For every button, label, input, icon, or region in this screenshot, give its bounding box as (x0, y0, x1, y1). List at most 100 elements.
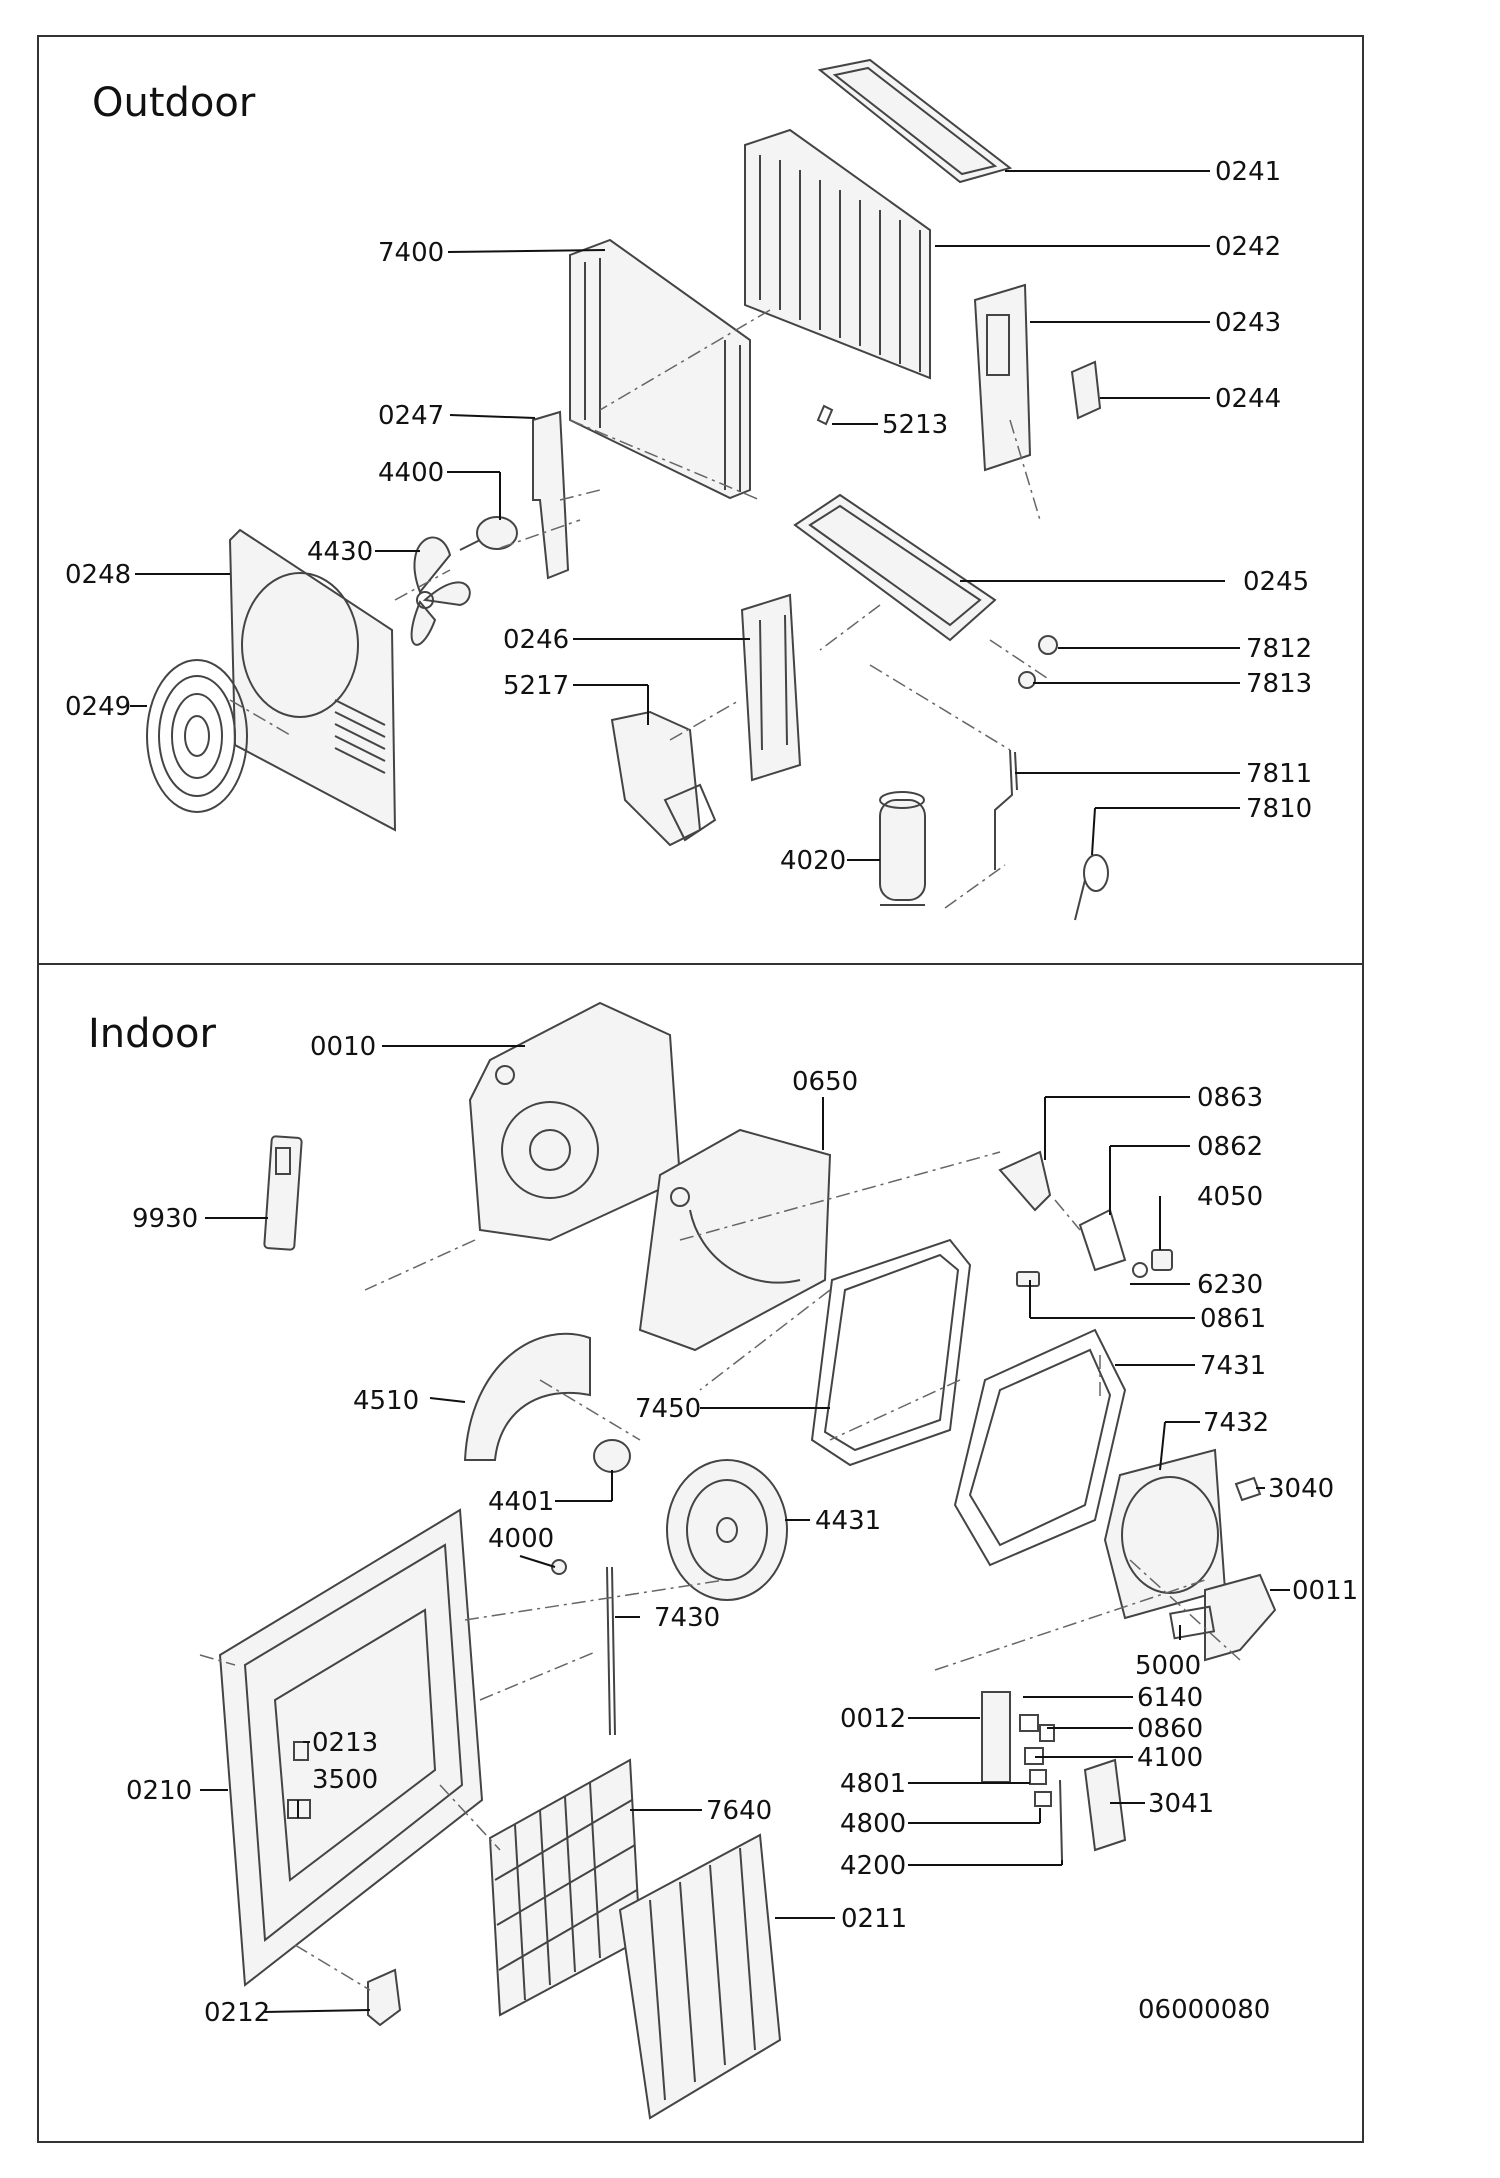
part-0650-drain-pan (638, 1128, 832, 1352)
label-3041: 3041 (1148, 1789, 1214, 1819)
label-7813: 7813 (1246, 669, 1312, 699)
indoor-part-labels: 0010 0650 0863 0862 4050 6230 0861 7431 … (126, 1032, 1358, 2028)
part-4801-component (1029, 1769, 1047, 1785)
part-0246-partition (740, 593, 802, 782)
part-0248-front-panel (228, 528, 397, 832)
part-0241-top-cover (817, 58, 1013, 184)
part-4510-bell-mouth (463, 1332, 591, 1461)
label-5000: 5000 (1135, 1651, 1201, 1681)
label-7432: 7432 (1203, 1408, 1269, 1438)
indoor-section-title: Indoor (88, 1011, 216, 1057)
label-0862: 0862 (1197, 1132, 1263, 1162)
leader-lines (130, 170, 1290, 2013)
part-0863-plate (998, 1150, 1052, 1212)
label-4200: 4200 (840, 1851, 906, 1881)
label-0010: 0010 (310, 1032, 376, 1062)
label-0210: 0210 (126, 1776, 192, 1806)
label-7640: 7640 (706, 1796, 772, 1826)
label-3500: 3500 (312, 1765, 378, 1795)
part-7400-condenser-coil (569, 238, 751, 500)
part-4431-turbo-fan (666, 1459, 788, 1601)
part-7813-valve (1018, 671, 1036, 689)
label-0248: 0248 (65, 560, 131, 590)
part-0862-bracket (1078, 1208, 1127, 1272)
part-6140-component (1019, 1714, 1039, 1732)
part-0213-component (293, 1741, 309, 1761)
label-7431: 7431 (1200, 1351, 1266, 1381)
part-0861-component (1016, 1271, 1040, 1287)
label-0247: 0247 (378, 401, 444, 431)
label-4020: 4020 (780, 846, 846, 876)
part-7811-pipe (994, 749, 1018, 870)
label-0212: 0212 (204, 1998, 270, 2028)
part-6230-component (1132, 1262, 1148, 1278)
part-9930-remote-controller (263, 1135, 303, 1251)
part-4401-fan-motor (593, 1439, 631, 1473)
part-0211-suction-grille (618, 1833, 782, 2120)
label-4401: 4401 (488, 1487, 554, 1517)
part-4020-compressor (879, 791, 926, 906)
label-9930: 9930 (132, 1204, 198, 1234)
part-7431-frame (953, 1328, 1127, 1567)
label-7812: 7812 (1246, 634, 1312, 664)
part-7812-valve (1038, 635, 1058, 655)
part-0212-corner-cover (367, 1968, 402, 2027)
part-0245-base-pan (793, 493, 997, 642)
part-5217-control-box (610, 710, 717, 847)
part-0011-duct (1204, 1573, 1277, 1662)
part-0242-rear-grille (744, 128, 931, 380)
label-5213: 5213 (882, 410, 948, 440)
label-0012: 0012 (840, 1704, 906, 1734)
part-0244-cover-plate (1070, 360, 1102, 420)
label-0244: 0244 (1215, 384, 1281, 414)
label-0242: 0242 (1215, 232, 1281, 262)
label-6230: 6230 (1197, 1270, 1263, 1300)
label-4510: 4510 (353, 1386, 419, 1416)
part-0243-side-panel (973, 283, 1032, 472)
label-4431: 4431 (815, 1506, 881, 1536)
label-3040: 3040 (1268, 1474, 1334, 1504)
label-0011: 0011 (1292, 1576, 1358, 1606)
label-7810: 7810 (1246, 794, 1312, 824)
part-0247-bracket (532, 410, 570, 580)
label-4430: 4430 (307, 537, 373, 567)
label-4400: 4400 (378, 458, 444, 488)
part-0010-main-housing (468, 1001, 682, 1242)
label-5217: 5217 (503, 671, 569, 701)
part-4800-component (1034, 1791, 1052, 1807)
outdoor-assembly-lines (229, 309, 1051, 909)
label-0211: 0211 (841, 1904, 907, 1934)
part-7640-air-filter (488, 1758, 642, 2017)
label-7430: 7430 (654, 1603, 720, 1633)
part-5000-component (1169, 1605, 1216, 1640)
label-7400: 7400 (378, 238, 444, 268)
part-3041-plate (1083, 1758, 1127, 1852)
part-0210-front-panel (218, 1508, 484, 1987)
label-0650: 0650 (792, 1067, 858, 1097)
label-0246: 0246 (503, 625, 569, 655)
part-7810-sensor (1074, 854, 1109, 921)
outdoor-section-title: Outdoor (92, 80, 256, 126)
outdoor-section-frame (37, 35, 1364, 965)
part-4430-fan-blade (410, 536, 471, 646)
part-0249-fan-guard (146, 659, 248, 813)
label-0249: 0249 (65, 692, 131, 722)
indoor-assembly-lines (199, 1151, 1241, 1991)
label-4800: 4800 (840, 1809, 906, 1839)
part-7450-evaporator (810, 1238, 972, 1467)
document-number: 06000080 (1138, 1995, 1270, 2025)
label-7811: 7811 (1246, 759, 1312, 789)
part-7430-pipe (606, 1566, 616, 1736)
label-4050: 4050 (1197, 1182, 1263, 1212)
label-4000: 4000 (488, 1524, 554, 1554)
label-0861: 0861 (1200, 1304, 1266, 1334)
label-4100: 4100 (1137, 1743, 1203, 1773)
part-0860-component (1039, 1724, 1055, 1742)
part-7432-cover (1103, 1448, 1227, 1620)
indoor-section-frame (37, 963, 1364, 2143)
label-0241: 0241 (1215, 157, 1281, 187)
label-0863: 0863 (1197, 1083, 1263, 1113)
label-0860: 0860 (1137, 1714, 1203, 1744)
outdoor-part-labels: 0241 0242 0243 0244 7400 5213 0247 4400 … (65, 157, 1312, 876)
